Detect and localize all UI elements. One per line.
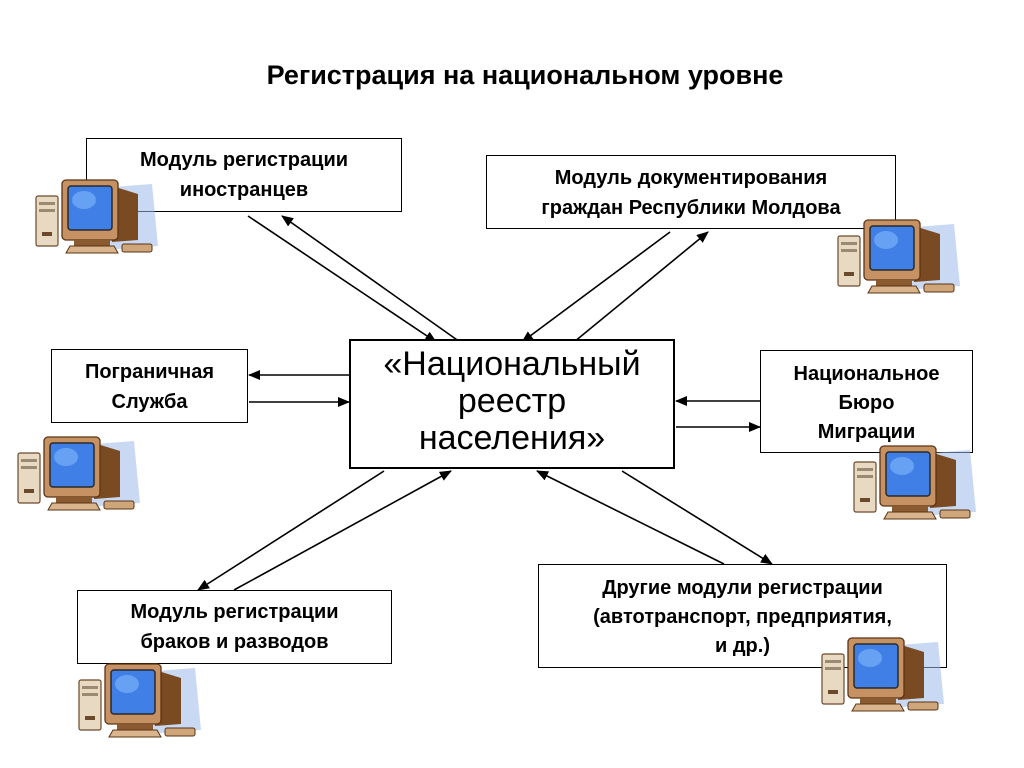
arrow-center-to-other: [621, 470, 773, 565]
module-border-service: Пограничная Служба: [51, 349, 248, 423]
module-border-line-2: Служба: [111, 391, 188, 413]
module-migration-bureau: Национальное Бюро Миграции: [760, 350, 973, 453]
module-citizens: Модуль документирования граждан Республи…: [486, 155, 896, 229]
module-migration-line-1: Национальное: [793, 363, 940, 385]
desktop-computer-icon: [853, 445, 976, 520]
arrow-center-to-foreigners: [281, 215, 461, 343]
module-marriages-line-1: Модуль регистрации: [130, 601, 339, 623]
desktop-computer-icon: [837, 219, 960, 294]
desktop-computer-icon: [17, 436, 140, 511]
arrow-center-to-marriages: [197, 470, 385, 591]
arrow-other-to-center: [536, 470, 725, 565]
module-migration-line-3: Миграции: [817, 421, 916, 443]
desktop-computer-icon: [78, 663, 201, 738]
center-line-2: реестр: [457, 382, 567, 420]
desktop-computer-icon: [821, 637, 944, 712]
module-marriages: Модуль регистрации браков и разводов: [77, 590, 392, 664]
module-foreigners: Модуль регистрации иностранцев: [86, 138, 402, 212]
diagram-title: Регистрация на национальном уровне: [266, 60, 784, 90]
national-population-register: «Национальный реестр населения»: [349, 339, 675, 469]
module-marriages-line-2: браков и разводов: [140, 631, 329, 653]
module-foreigners-line-1: Модуль регистрации: [139, 149, 349, 171]
module-citizens-line-1: Модуль документирования: [554, 167, 828, 189]
module-migration-line-2: Бюро: [838, 392, 895, 414]
module-foreigners-line-2: иностранцев: [179, 179, 309, 201]
module-other-line-2: (автотранспорт, предприятия,: [593, 606, 892, 628]
center-line-1: «Национальный: [383, 345, 641, 383]
module-border-line-1: Пограничная: [84, 361, 215, 383]
arrow-citizens-to-center: [521, 231, 671, 343]
desktop-computer-icon: [35, 179, 158, 254]
arrow-foreigners-to-center: [247, 215, 437, 343]
module-other-line-1: Другие модули регистрации: [602, 577, 883, 599]
module-citizens-line-2: граждан Республики Молдова: [541, 197, 841, 219]
module-other-line-3: и др.): [715, 635, 770, 657]
center-line-3: населения»: [418, 419, 606, 457]
arrow-marriages-to-center: [233, 470, 452, 591]
arrow-center-to-citizens: [573, 231, 709, 343]
